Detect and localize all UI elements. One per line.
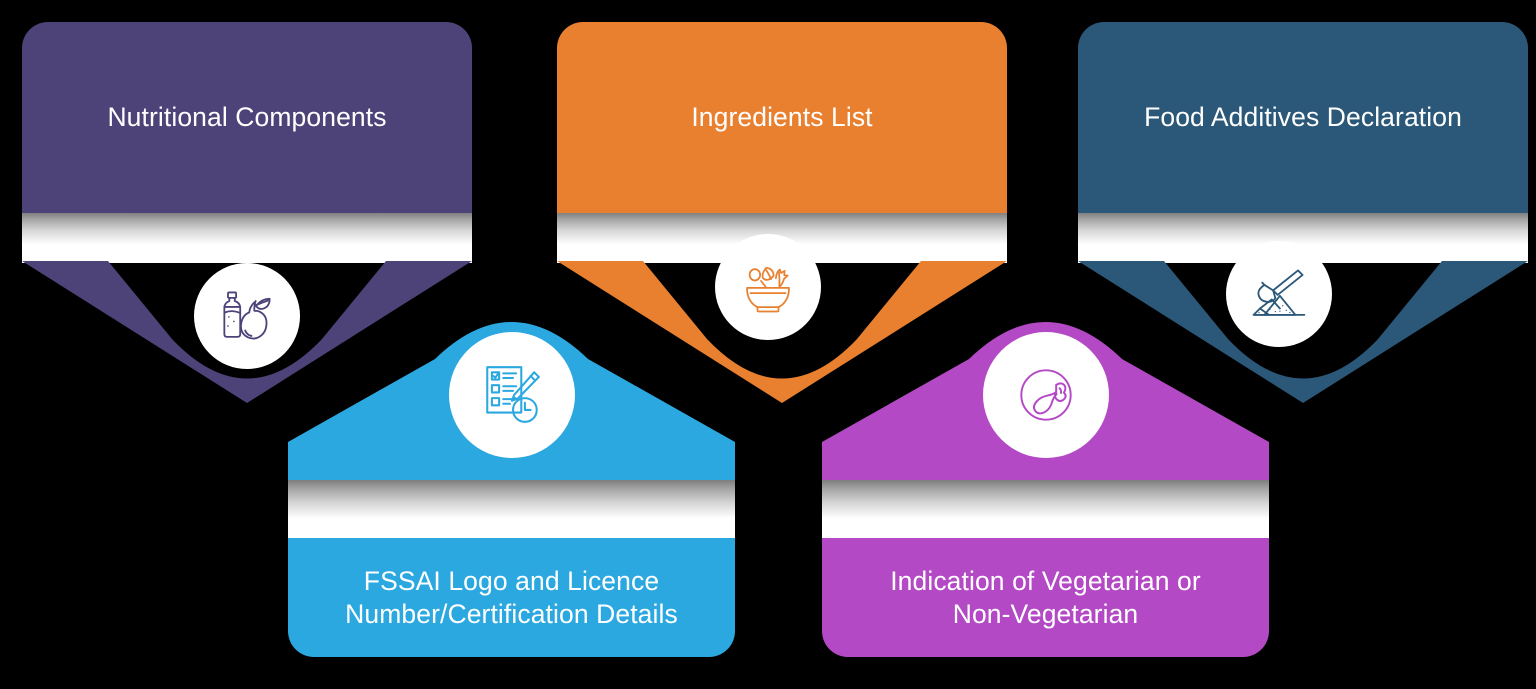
node-divider-band	[22, 213, 472, 263]
node-divider-band	[288, 480, 735, 538]
node-label-food-additives-declaration: Food Additives Declaration	[1144, 102, 1462, 133]
node-ingredients-list[interactable]: Ingredients List	[557, 22, 1007, 403]
node-chevron-body-nutritional-components	[22, 261, 472, 403]
node-chevron-body-food-additives-declaration	[1078, 261, 1528, 403]
node-icon-circle-nutritional-components	[194, 263, 300, 369]
node-label-nutritional-components: Nutritional Components	[107, 102, 387, 133]
node-icon-circle-food-additives-declaration	[1226, 241, 1332, 347]
node-label-ingredients-list: Ingredients List	[691, 102, 873, 133]
node-nutritional-components[interactable]: Nutritional Components	[22, 22, 472, 403]
node-header-food-additives-declaration: Food Additives Declaration	[1078, 22, 1528, 213]
node-icon-circle-fssai	[449, 332, 575, 458]
chicken-drumstick-icon	[1020, 369, 1072, 421]
node-icon-circle-ingredients-list	[715, 234, 821, 340]
bottle-and-pear-icon	[223, 291, 271, 340]
node-divider-band	[822, 480, 1269, 538]
node-header-nutritional-components: Nutritional Components	[22, 22, 472, 213]
salad-bowl-icon	[746, 266, 790, 313]
node-icon-circle-vegetarian	[983, 332, 1109, 458]
scoop-and-powder-icon	[1252, 269, 1306, 316]
checklist-pencil-clock-icon	[486, 366, 540, 423]
node-chevron-body-ingredients-list	[557, 261, 1007, 403]
node-food-additives-declaration[interactable]: Food Additives Declaration	[1078, 22, 1528, 403]
node-header-ingredients-list: Ingredients List	[557, 22, 1007, 213]
